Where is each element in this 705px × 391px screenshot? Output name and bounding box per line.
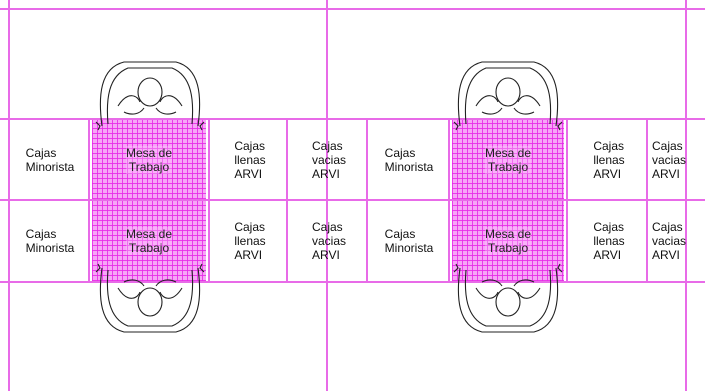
cajas-vacias-label: Cajas vacias ARVI xyxy=(290,120,366,199)
mesa-de-trabajo-text: Mesa de Trabajo xyxy=(125,227,173,255)
mesa-de-trabajo: Mesa de Trabajo xyxy=(452,120,564,199)
mesa-de-trabajo: Mesa de Trabajo xyxy=(92,120,206,199)
col-divider xyxy=(366,118,368,283)
cajas-llenas-text: Cajas llenas ARVI xyxy=(234,138,266,181)
cajas-vacias-text: Cajas vacias ARVI xyxy=(652,138,687,181)
mesa-de-trabajo: Mesa de Trabajo xyxy=(452,201,564,281)
wall-top xyxy=(0,8,705,10)
cajas-minorista-label: Cajas Minorista xyxy=(368,120,448,199)
wall-left xyxy=(8,0,10,391)
cajas-minorista-text: Cajas Minorista xyxy=(384,227,434,255)
mesa-de-trabajo-text: Mesa de Trabajo xyxy=(125,145,173,174)
row-mid-line xyxy=(0,199,705,201)
mesa-de-trabajo-text: Mesa de Trabajo xyxy=(484,227,532,255)
cajas-llenas-label: Cajas llenas ARVI xyxy=(212,201,286,281)
col-divider xyxy=(208,118,210,283)
wall-right xyxy=(685,0,687,391)
col-divider xyxy=(448,118,450,283)
worker-icon xyxy=(95,61,205,131)
cajas-llenas-text: Cajas llenas ARVI xyxy=(593,138,625,181)
col-divider xyxy=(286,118,288,283)
worker-icon xyxy=(453,61,563,131)
cajas-minorista-text: Cajas Minorista xyxy=(25,145,75,174)
cajas-minorista-label: Cajas Minorista xyxy=(10,120,88,199)
cajas-vacias-label: Cajas vacias ARVI xyxy=(650,120,705,199)
mesa-de-trabajo: Mesa de Trabajo xyxy=(92,201,206,281)
col-divider xyxy=(88,118,90,283)
row-top-line xyxy=(0,118,705,120)
cajas-minorista-text: Cajas Minorista xyxy=(384,145,434,174)
worker-icon xyxy=(95,263,205,333)
col-divider xyxy=(646,118,648,283)
cajas-vacias-text: Cajas vacias ARVI xyxy=(652,220,687,262)
cajas-llenas-label: Cajas llenas ARVI xyxy=(570,120,646,199)
cajas-vacias-text: Cajas vacias ARVI xyxy=(311,220,346,262)
worker-icon xyxy=(453,263,563,333)
cajas-minorista-label: Cajas Minorista xyxy=(10,201,88,281)
wall-mid xyxy=(326,0,328,391)
cajas-llenas-text: Cajas llenas ARVI xyxy=(234,220,266,262)
cajas-vacias-label: Cajas vacias ARVI xyxy=(650,201,705,281)
cajas-vacias-text: Cajas vacias ARVI xyxy=(311,138,346,181)
cajas-llenas-text: Cajas llenas ARVI xyxy=(593,220,625,262)
col-divider xyxy=(566,118,568,283)
cajas-llenas-label: Cajas llenas ARVI xyxy=(570,201,646,281)
mesa-de-trabajo-text: Mesa de Trabajo xyxy=(484,145,532,174)
cajas-minorista-label: Cajas Minorista xyxy=(368,201,448,281)
cajas-vacias-label: Cajas vacias ARVI xyxy=(290,201,366,281)
row-bottom-line xyxy=(0,281,705,283)
cajas-minorista-text: Cajas Minorista xyxy=(25,227,75,255)
cajas-llenas-label: Cajas llenas ARVI xyxy=(212,120,286,199)
